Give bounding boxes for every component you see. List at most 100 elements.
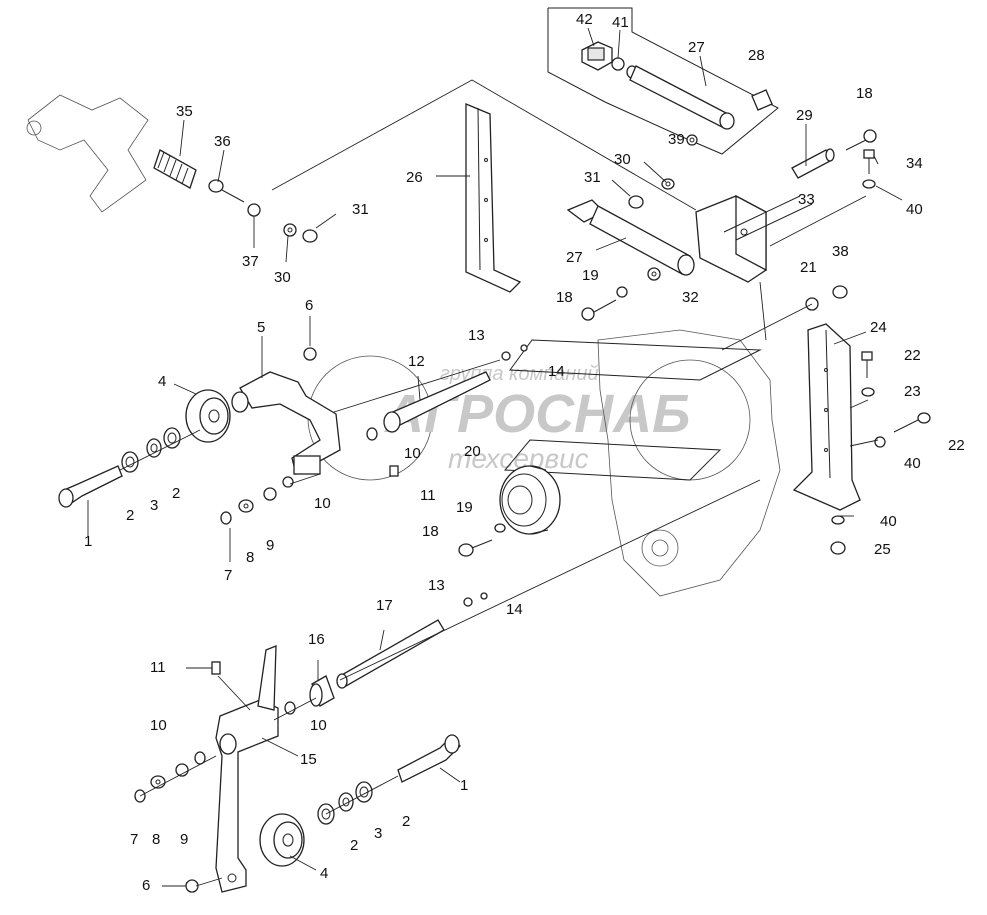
- part-29-pin: [791, 148, 835, 179]
- upper-left-bracket: [26, 94, 149, 213]
- watermark-line2: АГРОСНАБ: [383, 384, 690, 444]
- callout-1-upper: 1: [84, 533, 92, 550]
- callout-24: 24: [870, 319, 887, 336]
- callout-27: 27: [688, 39, 705, 56]
- callout-22-right: 22: [948, 437, 965, 454]
- callout-14-lower: 14: [506, 601, 523, 618]
- callout-40-top: 40: [906, 201, 923, 218]
- callout-2-upper-left: 2: [126, 507, 134, 524]
- inset-frame: [547, 7, 779, 155]
- callout-31-left: 31: [352, 201, 369, 218]
- part-24-stand: [792, 323, 861, 511]
- callout-8-upper: 8: [246, 549, 254, 566]
- callout-42: 42: [576, 11, 593, 28]
- part-30-washer-left: [283, 223, 297, 237]
- part-42-clevis: [581, 41, 613, 71]
- callout-21: 21: [800, 259, 817, 276]
- callout-11-upper: 11: [420, 487, 436, 504]
- part-40-washer-right: [874, 436, 886, 448]
- callout-14-upper: 14: [548, 363, 565, 380]
- part-13-ring-b: [463, 597, 473, 607]
- part-6-nut-upper: [303, 347, 317, 361]
- callout-7-upper: 7: [224, 567, 232, 584]
- callout-4-upper: 4: [158, 373, 166, 390]
- callout-34: 34: [906, 155, 923, 172]
- part-39-washer: [686, 134, 698, 146]
- callout-36: 36: [214, 133, 231, 150]
- part-18-bolt-top: [845, 129, 877, 151]
- part-3-spacer-b: [338, 792, 354, 812]
- part-10-washer-b: [366, 427, 378, 441]
- part-2-bearing-c: [355, 781, 373, 803]
- callout-6-lower: 6: [142, 877, 150, 894]
- callout-10-upper-b: 10: [404, 445, 421, 462]
- callout-37: 37: [242, 253, 259, 270]
- part-11-grease-lower: [211, 661, 221, 675]
- part-15-arm: [215, 645, 279, 893]
- callout-30-center: 30: [614, 151, 631, 168]
- assembly-lines: [119, 79, 879, 887]
- callout-6-upper: 6: [305, 297, 313, 314]
- part-4-roller-lower: [259, 813, 305, 867]
- callout-2-upper-right: 2: [172, 485, 180, 502]
- part-16-bushing: [309, 675, 335, 707]
- part-18-bolt-pulley: [458, 539, 493, 557]
- callout-35: 35: [176, 103, 193, 120]
- part-31-nut-center: [628, 195, 644, 209]
- callout-9-upper: 9: [266, 537, 274, 554]
- part-14-ring-b: [480, 592, 488, 600]
- part-5-arm: [231, 371, 341, 475]
- callout-20: 20: [464, 443, 481, 460]
- callout-13-upper: 13: [468, 327, 485, 344]
- callout-11-lower: 11: [150, 659, 166, 676]
- part-32-washer: [647, 267, 661, 281]
- part-38-nut: [832, 285, 848, 299]
- part-41-nut: [611, 57, 625, 71]
- part-26-stand: [465, 103, 522, 293]
- callout-2-lower-left: 2: [350, 837, 358, 854]
- callout-17: 17: [376, 597, 393, 614]
- part-19-washer-pulley: [494, 523, 506, 533]
- part-34-bolt: [863, 149, 875, 174]
- callout-15: 15: [300, 751, 317, 768]
- callout-19-pulley: 19: [456, 499, 473, 516]
- callout-39: 39: [668, 131, 685, 148]
- part-40-washer-bottom: [831, 515, 845, 525]
- part-9-washer-upper: [263, 487, 277, 501]
- watermark: группа компаний АГРОСНАБ техсервис: [307, 355, 690, 481]
- callout-1-lower: 1: [460, 777, 468, 794]
- part-22-bolt-b: [893, 412, 931, 433]
- part-28-bushing: [751, 89, 773, 111]
- callout-33: 33: [798, 191, 815, 208]
- part-31-nut-left: [302, 229, 318, 243]
- callout-9-lower: 9: [180, 831, 188, 848]
- callout-10-lower-left: 10: [150, 717, 167, 734]
- callout-8-lower: 8: [152, 831, 160, 848]
- callout-41: 41: [612, 14, 629, 31]
- callout-25: 25: [874, 541, 891, 558]
- callout-16: 16: [308, 631, 325, 648]
- callout-3-upper: 3: [150, 497, 158, 514]
- part-17-shaft: [336, 619, 445, 689]
- callout-12: 12: [408, 353, 425, 370]
- callout-2-lower-right: 2: [402, 813, 410, 830]
- part-33-bracket: [695, 194, 813, 283]
- gearbox-housing: [597, 329, 781, 597]
- callout-18-pulley: 18: [422, 523, 439, 540]
- part-1-bolt-lower: [397, 734, 461, 783]
- part-11-grease-upper: [389, 465, 399, 477]
- callout-labels: 42 41 27 28 35 36 39 30 29 18 34 26 31 3…: [84, 11, 965, 894]
- callout-23: 23: [904, 383, 921, 400]
- part-37-nut: [247, 203, 261, 217]
- part-10-washer-a: [282, 476, 294, 488]
- part-4-roller-upper: [185, 389, 231, 443]
- callout-27-center: 27: [566, 249, 583, 266]
- callout-10-upper-a: 10: [314, 495, 331, 512]
- callout-40-right: 40: [904, 455, 921, 472]
- callout-38: 38: [832, 243, 849, 260]
- callout-18-top: 18: [856, 85, 873, 102]
- part-27-rod-top: [626, 65, 735, 130]
- callout-40-bottom: 40: [880, 513, 897, 530]
- callout-19-center: 19: [582, 267, 599, 284]
- callout-31-center: 31: [584, 169, 601, 186]
